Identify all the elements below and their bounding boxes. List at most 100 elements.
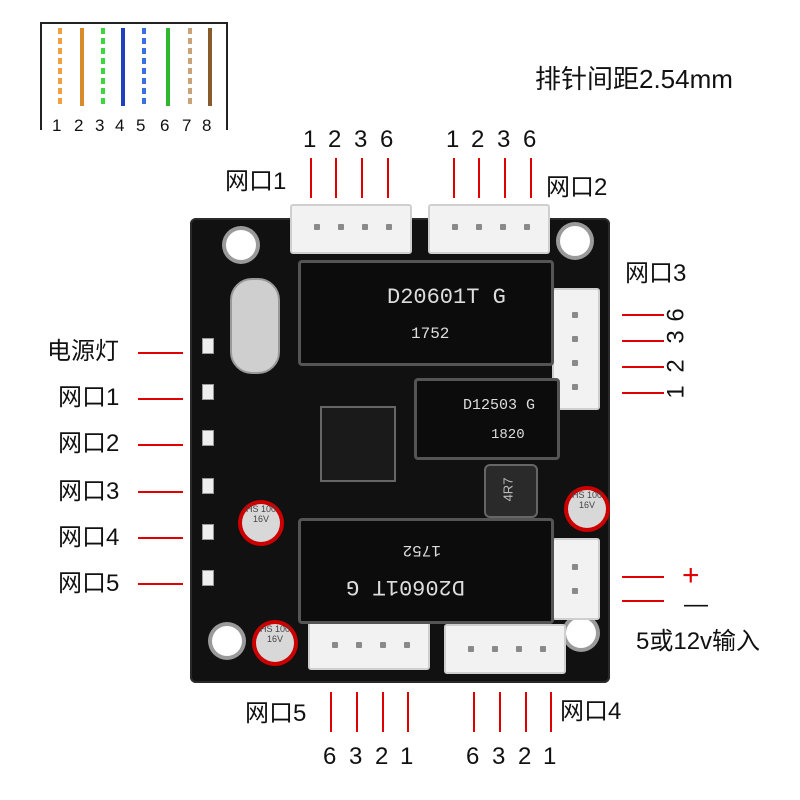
port4-pin-3: 3 [492, 743, 506, 770]
port2-pin-line-1 [453, 158, 455, 198]
connector-power [552, 538, 600, 620]
port4-pin-line-6 [473, 692, 475, 732]
port5-pin-line-2 [382, 692, 384, 732]
connector-port5 [308, 620, 430, 670]
connector-port2 [428, 204, 550, 254]
port1-pin-line-6 [387, 158, 389, 198]
led-port1 [202, 384, 214, 400]
transformer-top-part: D20601T G [387, 285, 506, 310]
legend-wire-5 [142, 28, 146, 106]
port4-pin-line-1 [550, 692, 552, 732]
legend-wire-3 [101, 28, 105, 106]
legend-wire-1 [58, 28, 62, 106]
legend-frame-top [40, 22, 228, 24]
legend-num-8: 8 [202, 116, 212, 135]
port3-pin-line-d [622, 392, 664, 394]
transformer-bottom: D20601T G 1752 [298, 518, 554, 624]
legend-num-3: 3 [95, 116, 105, 135]
port5-bottom-label: 网口5 [245, 700, 307, 727]
transformer-top: D20601T G 1752 [298, 260, 554, 366]
power-input-label: 5或12v输入 [636, 628, 761, 655]
port2-pin-line-6 [530, 158, 532, 198]
transformer-bottom-part: D20601T G [346, 574, 465, 599]
port3-pin-line-a [622, 314, 664, 316]
port2-top-label: 网口2 [546, 174, 608, 201]
power-plus-line [622, 576, 664, 578]
capacitor-right-text: HS 100 16V [568, 490, 606, 528]
crystal-oscillator [230, 278, 280, 374]
legend-num-6: 6 [160, 116, 170, 135]
legend-wire-6 [166, 28, 170, 106]
led-port1-label: 网口1 [58, 384, 120, 411]
port4-pin-line-3 [499, 692, 501, 732]
legend-frame-right [226, 22, 228, 130]
led-port4-line [138, 537, 183, 539]
mount-hole-bottom-left [212, 626, 242, 656]
transformer-middle: D12503 G 1820 [414, 378, 560, 460]
legend-num-7: 7 [182, 116, 192, 135]
port2-pin-line-2 [478, 158, 480, 198]
inductor-text: 4R7 [500, 477, 516, 502]
port4-bottom-label: 网口4 [560, 698, 622, 725]
port2-pin-1: 1 [446, 126, 460, 153]
legend-wire-7 [188, 28, 192, 106]
port5-pin-3: 3 [349, 743, 363, 770]
port4-pin-6: 6 [466, 743, 480, 770]
port1-pin-3: 3 [354, 126, 368, 153]
power-plus-sign: + [682, 559, 700, 592]
port1-pin-1: 1 [303, 126, 317, 153]
capacitor-bottom-text: HS 100 16V [256, 624, 294, 662]
connector-port4 [444, 624, 566, 674]
connector-port1 [290, 204, 412, 254]
capacitor-left: HS 100 16V [238, 500, 284, 546]
legend-wire-2 [80, 28, 84, 106]
led-port4-label: 网口4 [58, 524, 120, 551]
switch-ic [320, 406, 396, 482]
led-power-line [138, 352, 183, 354]
legend-wire-4 [121, 28, 125, 106]
port1-pin-line-2 [335, 158, 337, 198]
port2-pin-line-3 [504, 158, 506, 198]
pitch-note: 排针间距2.54mm [535, 64, 733, 94]
port3-pin-line-c [622, 366, 664, 368]
power-minus-sign: — [684, 591, 708, 618]
led-port4 [202, 524, 214, 540]
port2-pin-6: 6 [523, 126, 537, 153]
capacitor-right: HS 100 16V [564, 486, 610, 532]
mount-hole-bottom-right [566, 618, 596, 648]
led-port5-line [138, 583, 183, 585]
led-port3 [202, 478, 214, 494]
port3-pin-1: 1 [662, 385, 690, 399]
legend-num-5: 5 [136, 116, 146, 135]
port4-pin-2: 2 [518, 743, 532, 770]
led-port5 [202, 570, 214, 586]
led-port2-line [138, 444, 183, 446]
port1-top-label: 网口1 [225, 168, 287, 195]
port1-pin-line-1 [310, 158, 312, 198]
led-port2-label: 网口2 [58, 430, 120, 457]
port3-pin-2: 2 [662, 359, 690, 373]
port5-pin-2: 2 [375, 743, 389, 770]
transformer-top-code: 1752 [411, 325, 450, 343]
led-port2 [202, 430, 214, 446]
led-port1-line [138, 398, 183, 400]
port5-pin-line-1 [407, 692, 409, 732]
port5-pin-6: 6 [323, 743, 337, 770]
port1-pin-6: 6 [380, 126, 394, 153]
port2-pin-3: 3 [497, 126, 511, 153]
transformer-middle-code: 1820 [491, 427, 525, 443]
transformer-middle-part: D12503 G [463, 397, 536, 414]
port4-pin-1: 1 [543, 743, 557, 770]
legend-num-1: 1 [52, 116, 62, 135]
inductor: 4R7 [484, 464, 538, 518]
port1-pin-line-3 [361, 158, 363, 198]
legend-wire-8 [208, 28, 212, 106]
led-power [202, 338, 214, 354]
connector-port3 [552, 288, 600, 410]
port3-pin-line-b [622, 340, 664, 342]
port4-pin-line-2 [525, 692, 527, 732]
port3-pin-3: 3 [662, 330, 690, 344]
mount-hole-top-right [560, 226, 590, 256]
pin-legend: 1 2 3 4 5 6 7 8 [40, 22, 230, 135]
capacitor-bottom: HS 100 16V [252, 620, 298, 666]
